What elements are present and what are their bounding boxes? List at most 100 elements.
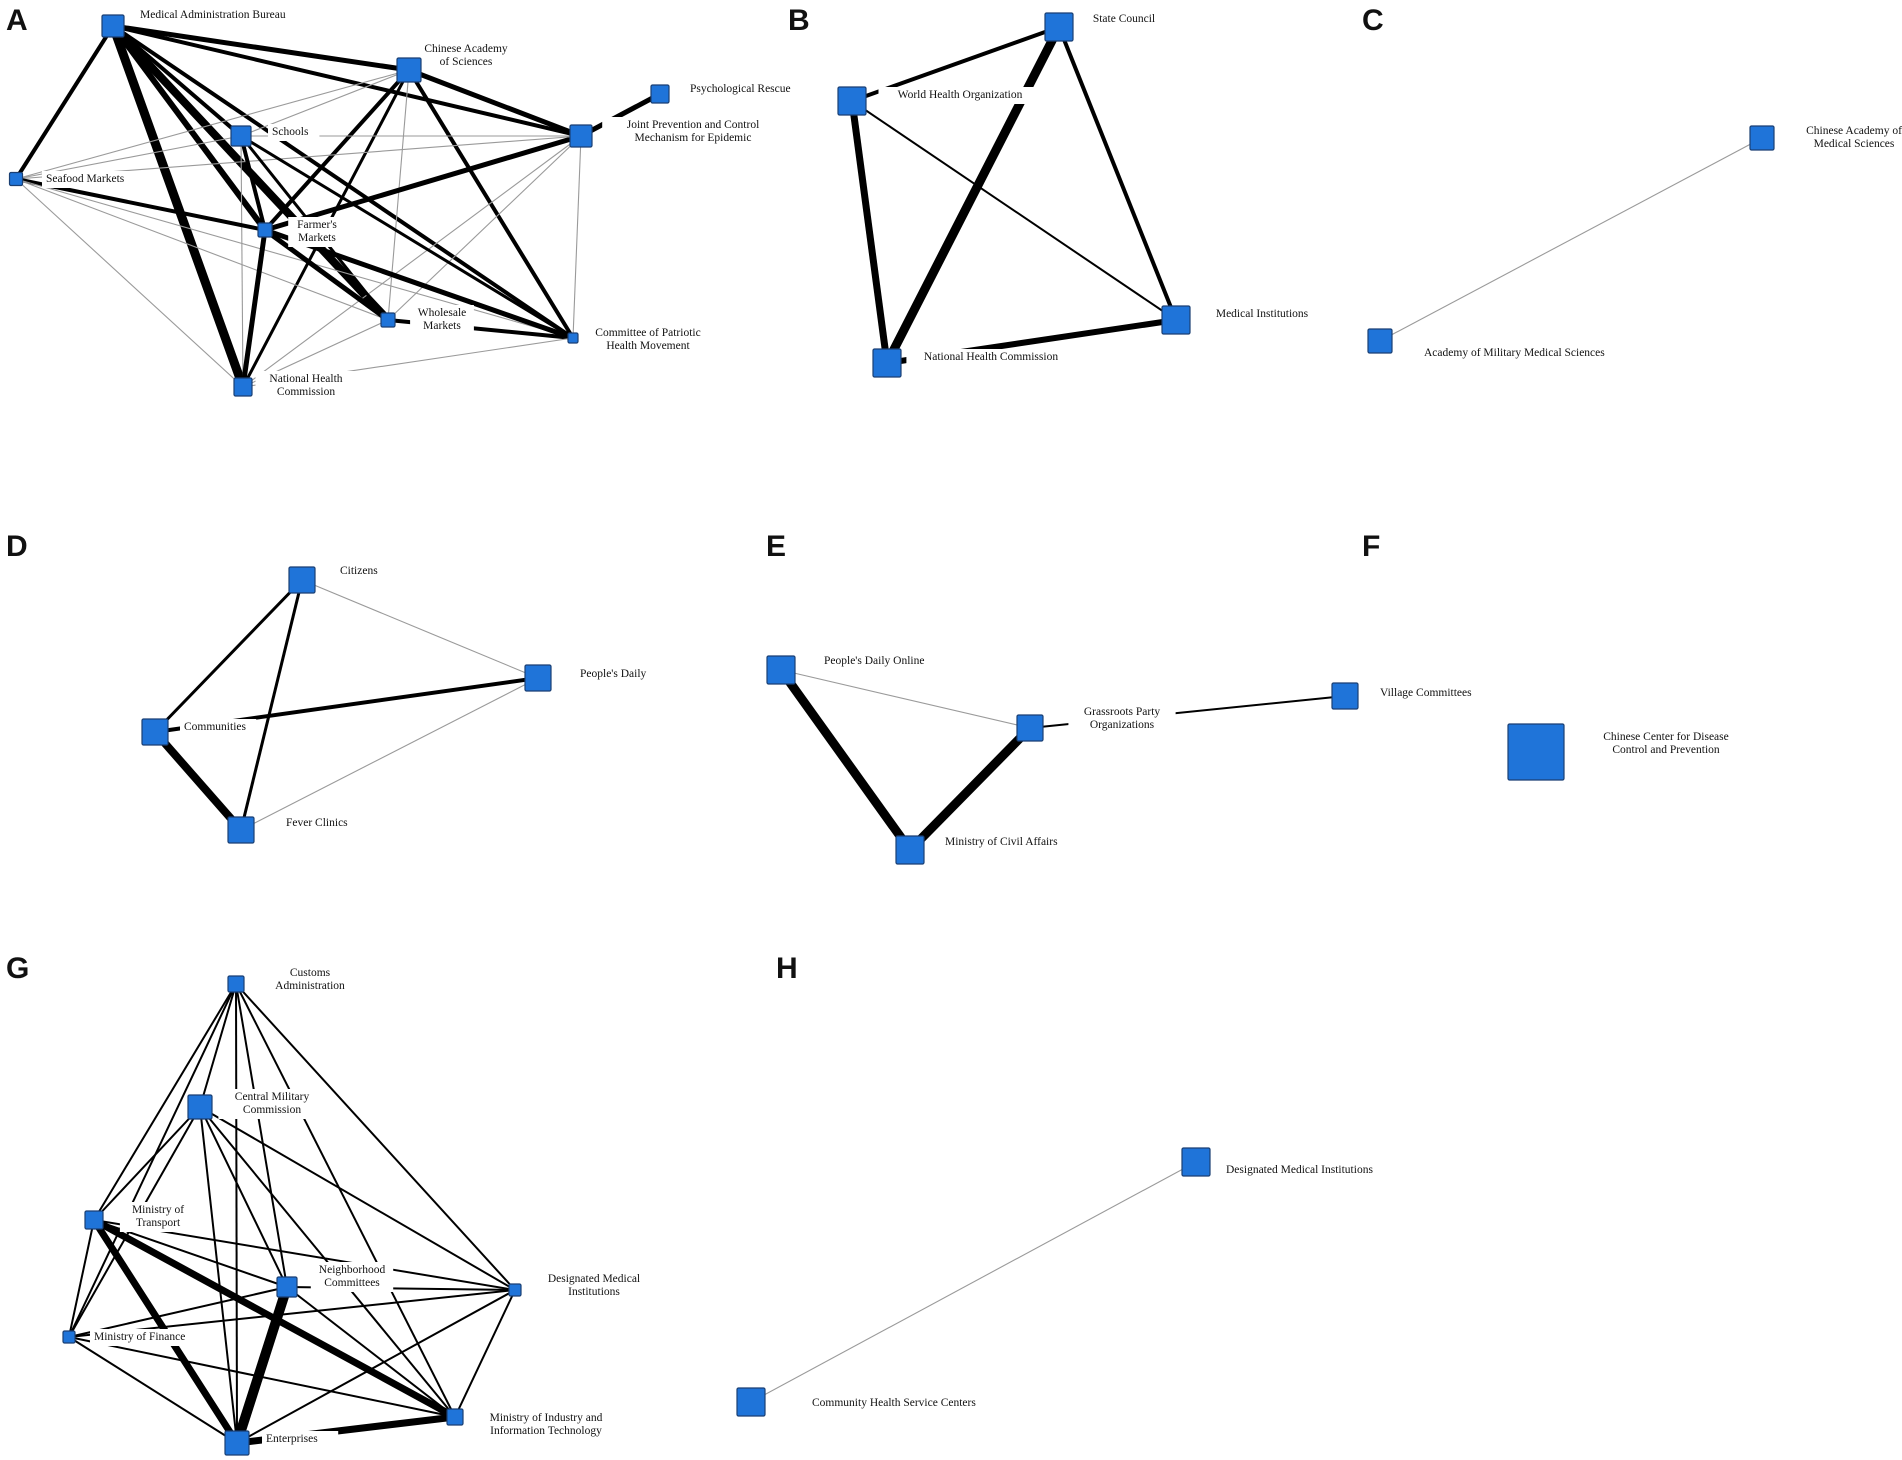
node-vc[interactable]: Village Committees — [1331, 682, 1496, 710]
node-chsc[interactable]: Community Health Service Centers — [736, 1387, 1015, 1417]
node-fev[interactable]: Fever Clinics — [227, 815, 371, 844]
edge-cit-fev — [239, 579, 304, 831]
node-square[interactable] — [895, 835, 925, 865]
node-square[interactable] — [224, 1430, 250, 1456]
node-square[interactable] — [1181, 1147, 1211, 1177]
edge-sea-cph — [15, 178, 574, 339]
node-square[interactable] — [1016, 714, 1044, 742]
node-amms[interactable]: Academy of Military Medical Sciences — [1367, 328, 1652, 362]
node-mi[interactable]: Medical Institutions — [1161, 305, 1328, 335]
node-square[interactable] — [736, 1387, 766, 1417]
label-backing — [1196, 306, 1328, 323]
node-square[interactable] — [650, 84, 670, 104]
node-square[interactable] — [872, 348, 902, 378]
node-square[interactable] — [141, 718, 169, 746]
node-square[interactable] — [766, 655, 796, 685]
node-cit[interactable]: Citizens — [288, 563, 394, 594]
node-square[interactable] — [524, 664, 552, 692]
node-square[interactable] — [446, 1408, 464, 1426]
node-psy[interactable]: Psychological Rescue — [650, 81, 818, 104]
edge-psy-jpc — [579, 91, 662, 139]
node-mab[interactable]: Medical Administration Bureau — [101, 7, 324, 38]
node-square[interactable] — [1331, 682, 1359, 710]
node-square[interactable] — [380, 312, 396, 328]
node-label: Transport — [136, 1217, 181, 1229]
node-nhc[interactable]: National Health Commission — [872, 348, 1076, 378]
node-square[interactable] — [567, 332, 579, 344]
node-square[interactable] — [288, 566, 316, 594]
node-pd[interactable]: People's Daily — [524, 664, 671, 692]
node-square[interactable] — [1044, 12, 1074, 42]
label-backing — [180, 719, 257, 736]
edge-cas-cph — [407, 68, 575, 340]
node-label: Farmer's — [297, 219, 337, 231]
label-backing — [119, 1202, 197, 1232]
node-square[interactable] — [1161, 305, 1191, 335]
label-backing — [602, 117, 784, 147]
label-backing — [1581, 729, 1751, 759]
node-square[interactable] — [508, 1283, 522, 1297]
node-pdo[interactable]: People's Daily Online — [766, 653, 959, 685]
node-square[interactable] — [233, 377, 253, 397]
edge-pdo-gpo — [780, 669, 1031, 729]
label-backing — [906, 349, 1076, 366]
edge-jpc-far — [264, 133, 582, 233]
node-label: Medical Administration Bureau — [140, 9, 286, 21]
node-square[interactable] — [84, 1210, 104, 1230]
node-square[interactable] — [227, 975, 245, 993]
node-square[interactable] — [1507, 723, 1565, 781]
node-square[interactable] — [227, 816, 255, 844]
edge-cus-nbc — [235, 983, 288, 1288]
node-square[interactable] — [257, 222, 273, 238]
node-who[interactable]: World Health Organization — [837, 86, 1042, 116]
node-mof[interactable]: Ministry of Finance — [62, 1329, 216, 1346]
node-sc[interactable]: State Council — [1044, 11, 1169, 42]
node-square[interactable] — [101, 14, 125, 38]
node-square[interactable] — [1367, 328, 1393, 354]
node-square[interactable] — [8, 171, 24, 187]
node-square[interactable] — [396, 57, 422, 83]
node-square[interactable] — [1749, 125, 1775, 151]
node-sch[interactable]: Schools — [230, 124, 320, 147]
node-ent[interactable]: Enterprises — [224, 1430, 339, 1456]
node-label: Fever Clinics — [286, 817, 348, 829]
node-label: Medical Sciences — [1814, 138, 1895, 150]
node-square[interactable] — [837, 86, 867, 116]
edge-dmi-miit — [454, 1289, 516, 1418]
node-label: Committee of Patriotic — [595, 327, 700, 339]
node-square[interactable] — [276, 1276, 298, 1298]
label-backing — [336, 563, 394, 580]
node-square[interactable] — [187, 1094, 213, 1120]
node-square[interactable] — [230, 125, 252, 147]
node-label: People's Daily Online — [824, 655, 924, 667]
edge-dmi-chsc — [750, 1161, 1197, 1403]
node-square[interactable] — [62, 1330, 76, 1344]
node-com[interactable]: Communities — [141, 718, 257, 746]
node-mca[interactable]: Ministry of Civil Affairs — [895, 834, 1104, 865]
edge-mab-cas — [112, 23, 410, 73]
node-sea[interactable]: Seafood Markets — [8, 171, 144, 188]
node-dmi[interactable]: Designated Medical Institutions — [1181, 1147, 1423, 1179]
node-square[interactable] — [569, 124, 593, 148]
node-label: Committees — [324, 1277, 380, 1289]
